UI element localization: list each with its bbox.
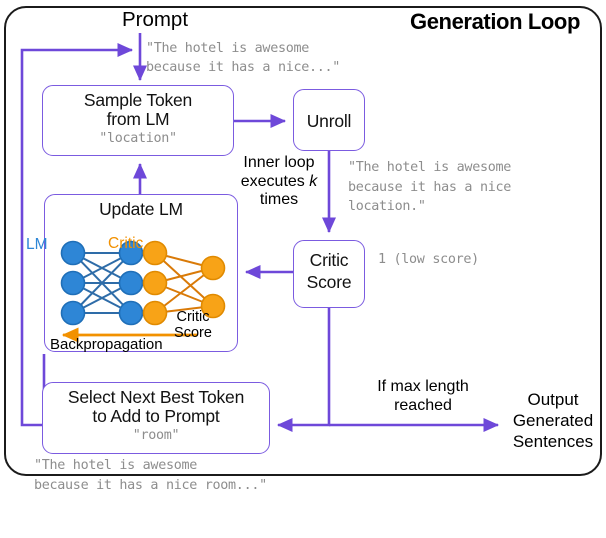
output-line3: Sentences — [512, 432, 594, 451]
final-prompt-text: "The hotel is awesome because it has a ni… — [34, 456, 267, 495]
unroll-text-line2: because it has a nice — [348, 179, 511, 195]
inner-loop-line2-prefix: executes — [240, 172, 310, 190]
final-prompt-line1: "The hotel is awesome — [34, 458, 197, 473]
critic-score-inline-line1: Critic — [176, 309, 210, 325]
output-line2: Generated — [512, 411, 594, 430]
lm-network-label: LM — [26, 236, 48, 253]
lm-network-nodes — [60, 240, 144, 326]
max-length-line1: If max length — [377, 378, 469, 395]
inner-loop-line3: times — [259, 191, 299, 208]
select-next-token-box[interactable]: Select Next Best Token to Add to Prompt … — [42, 382, 270, 454]
max-length-line2: reached — [394, 396, 452, 414]
update-lm-box[interactable]: Update LM — [44, 194, 238, 352]
select-token-line1: Select Next Best Token — [67, 387, 245, 407]
select-token-line2: to Add to Prompt — [92, 405, 220, 426]
critic-score-line2: Score — [306, 272, 352, 292]
critic-network-nodes — [142, 240, 226, 326]
final-prompt-line2: because it has a nice room..." — [34, 477, 267, 493]
sample-token-value: "location" — [99, 131, 177, 147]
critic-score-line1: Critic — [309, 250, 349, 270]
unroll-text-line1: "The hotel is awesome — [348, 160, 511, 175]
unroll-label: Unroll — [306, 111, 352, 131]
sample-token-line1: Sample Token — [83, 90, 193, 110]
prompt-text: "The hotel is awesome because it has a ni… — [146, 39, 340, 77]
update-lm-header: Update LM — [99, 199, 183, 219]
unroll-output-text: "The hotel is awesome because it has a ni… — [348, 158, 511, 217]
page-title: Generation Loop — [409, 9, 580, 34]
unroll-text-line3: location." — [348, 199, 426, 214]
backpropagation-label: Backpropagation — [50, 336, 163, 353]
critic-score-value: 1 (low score) — [378, 252, 479, 267]
critic-score-box[interactable]: Critic Score — [293, 240, 365, 308]
inner-loop-line1: Inner loop — [243, 154, 315, 171]
inner-loop-k: k — [309, 172, 318, 190]
critic-score-inline-line2: Score — [174, 324, 212, 341]
prompt-text-line2: because it has a nice..." — [146, 60, 341, 75]
output-line1: Output — [527, 390, 579, 409]
neural-network-illustration — [45, 221, 239, 353]
sample-token-box[interactable]: Sample Token from LM "location" — [42, 85, 234, 156]
arrow-critic-to-select — [276, 308, 331, 433]
prompt-text-line1: "The hotel is awesome — [146, 41, 309, 56]
unroll-box[interactable]: Unroll — [293, 89, 365, 151]
select-token-value: "room" — [132, 428, 180, 444]
prompt-label: Prompt — [121, 8, 189, 31]
generation-loop-frame — [4, 6, 602, 476]
critic-network-label: Critic — [108, 235, 144, 252]
sample-token-line2: from LM — [106, 108, 170, 129]
